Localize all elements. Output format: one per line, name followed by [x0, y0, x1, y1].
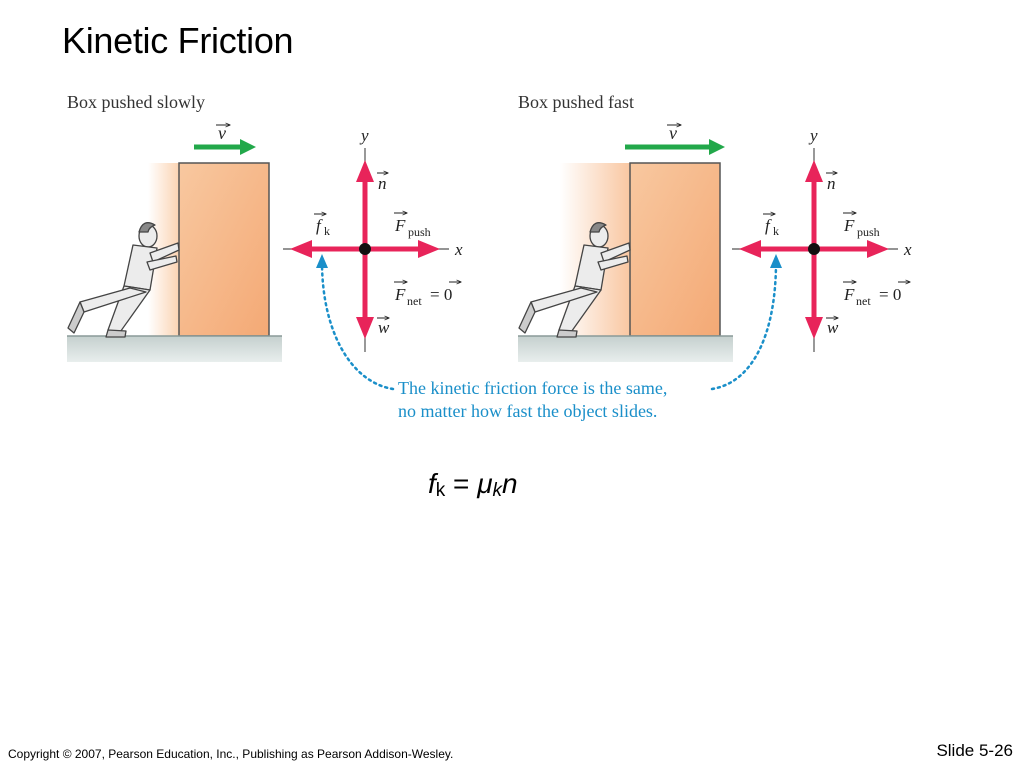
panel-slow: Box pushed slowly v — [67, 92, 463, 362]
weight-force-label-fast: w — [827, 318, 839, 337]
normal-force-label: n — [378, 174, 387, 193]
formula-f: f — [428, 468, 436, 499]
net-force-value: = 0 — [430, 285, 452, 304]
net-force-sub: net — [407, 294, 422, 308]
person-pushing-icon-fast — [518, 222, 631, 338]
formula-mu-sub: k — [492, 480, 503, 501]
formula-equals: = — [445, 468, 478, 499]
axis-x-label-fast: x — [903, 240, 912, 259]
net-force-label-fast: F — [843, 285, 855, 304]
velocity-label-slow: v — [218, 123, 226, 143]
copyright-footer: Copyright © 2007, Pearson Education, Inc… — [8, 747, 454, 761]
friction-force-label-fast: f — [765, 216, 772, 235]
dotted-arrow-left — [320, 260, 395, 391]
velocity-arrow-fast — [625, 139, 725, 155]
friction-force-sub-fast: k — [773, 224, 779, 238]
caption-fast: Box pushed fast — [518, 92, 634, 112]
formula-mu: μ — [477, 468, 493, 499]
caption-slow: Box pushed slowly — [67, 92, 205, 112]
net-force-value-fast: = 0 — [879, 285, 901, 304]
friction-force-sub: k — [324, 224, 330, 238]
box-slow — [178, 162, 270, 337]
dotted-arrow-right — [710, 260, 778, 391]
axis-x-label: x — [454, 240, 463, 259]
ground-fast — [518, 336, 733, 362]
push-force-sub: push — [408, 225, 431, 239]
box-fast — [629, 162, 721, 337]
push-force-sub-fast: push — [857, 225, 880, 239]
panel-fast: Box pushed fast v — [518, 92, 912, 362]
net-force-sub-fast: net — [856, 294, 871, 308]
person-pushing-icon-slow — [67, 222, 180, 338]
kinetic-friction-formula: fk = μkn — [428, 468, 518, 501]
push-force-label-fast: F — [843, 216, 855, 235]
net-force-label: F — [394, 285, 406, 304]
velocity-label-fast: v — [669, 123, 677, 143]
weight-force-label: w — [378, 318, 390, 337]
formula-f-sub: k — [435, 480, 446, 501]
axis-y-label: y — [359, 126, 369, 145]
ground-slow — [67, 336, 282, 362]
velocity-arrow-slow — [194, 139, 256, 155]
push-force-label: F — [394, 216, 406, 235]
annotation-line-1: The kinetic friction force is the same, — [398, 378, 667, 398]
slide-number: Slide 5-26 — [936, 741, 1013, 760]
normal-force-label-fast: n — [827, 174, 836, 193]
free-body-diagram-slow — [283, 148, 449, 352]
friction-force-label: f — [316, 216, 323, 235]
annotation-line-2: no matter how fast the object slides. — [398, 401, 657, 421]
formula-n: n — [502, 468, 518, 499]
axis-y-label-fast: y — [808, 126, 818, 145]
slide-title: Kinetic Friction — [62, 20, 294, 61]
comparison-annotation: The kinetic friction force is the same, … — [316, 254, 782, 421]
free-body-diagram-fast — [732, 148, 898, 352]
